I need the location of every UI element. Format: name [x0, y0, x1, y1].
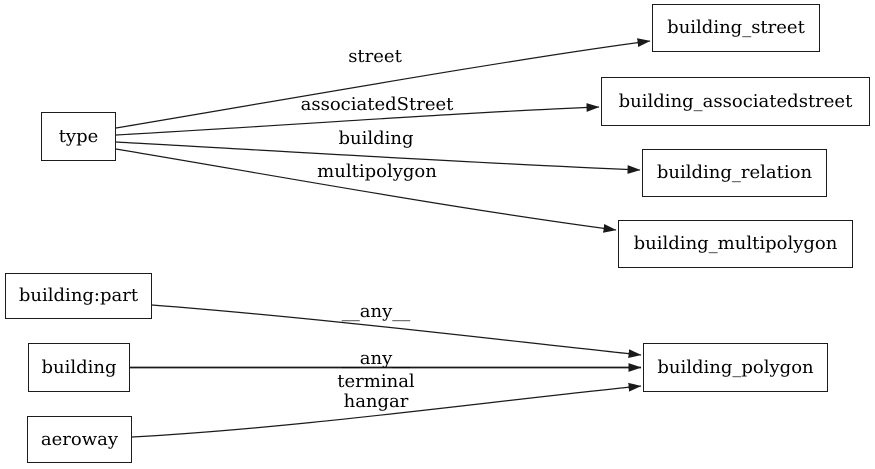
edge-type-building_relation [115, 141, 641, 174]
edge-type-building_street [115, 38, 651, 129]
node-building-multipolygon: building_multipolygon [618, 220, 853, 268]
edge-label-hangar: hangar [343, 391, 409, 412]
edge-aeroway-building_polygon [131, 382, 642, 438]
edge-type-building_multipolygon [115, 148, 617, 233]
edge-label-associatedstreet: associatedStreet [300, 94, 454, 115]
node-building: building [28, 343, 130, 392]
node-building-street: building_street [652, 4, 820, 52]
node-building-polygon: building_polygon [643, 343, 828, 392]
edge-label-any-buildingpart: __any__ [341, 301, 411, 322]
node-type: type [41, 112, 116, 161]
edge-type-building_associatedstreet [115, 103, 600, 136]
edge-label-building: building [338, 128, 414, 149]
edge-label-street: street [348, 46, 402, 67]
node-building-part: building:part [5, 273, 152, 319]
node-building-relation: building_relation [642, 149, 827, 197]
edge-label-multipolygon: multipolygon [317, 161, 437, 182]
edge-label-terminal-hangar: terminal hangar [337, 372, 414, 412]
edge-label-terminal: terminal [337, 371, 415, 392]
node-building-associatedstreet: building_associatedstreet [601, 77, 870, 126]
edge-buildingpart-building_polygon [151, 304, 642, 359]
node-aeroway: aeroway [27, 416, 132, 463]
edge-label-any-building: __any__ [341, 348, 411, 369]
